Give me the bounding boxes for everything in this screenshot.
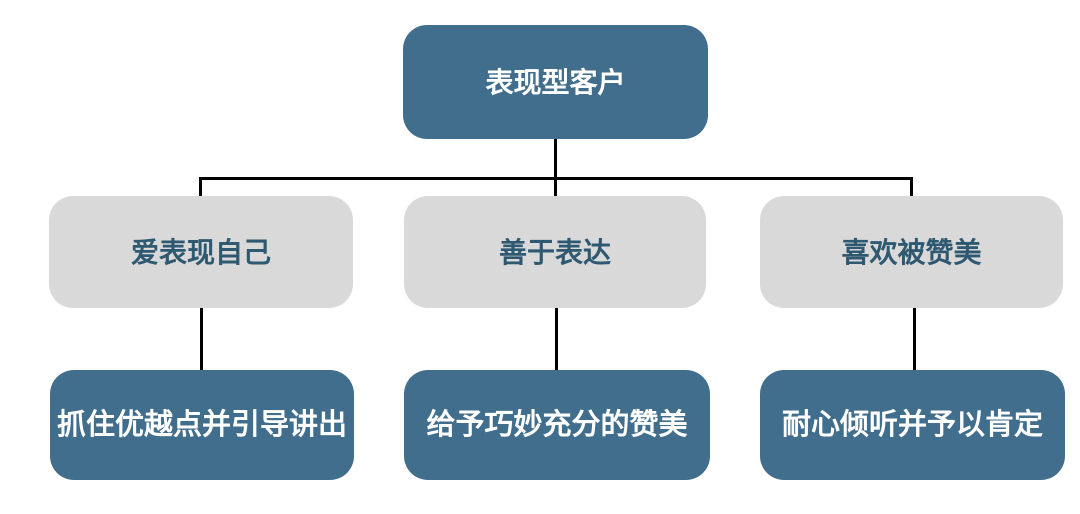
strategy-node-2: 给予巧妙充分的赞美 <box>404 370 710 480</box>
connector-trait-strategy-right <box>913 308 916 371</box>
connector-horizontal-bar <box>199 177 913 180</box>
trait-node-3: 喜欢被赞美 <box>760 196 1063 308</box>
connector-drop-left <box>199 177 202 197</box>
root-node-customer-type: 表现型客户 <box>403 25 708 139</box>
strategy-node-1: 抓住优越点并引导讲出 <box>50 370 354 480</box>
trait-node-3-label: 喜欢被赞美 <box>841 236 982 268</box>
connector-trait-strategy-center <box>555 308 558 371</box>
trait-node-2-label: 善于表达 <box>498 236 611 268</box>
strategy-node-3-label: 耐心倾听并予以肯定 <box>781 408 1043 441</box>
trait-node-1-label: 爱表现自己 <box>130 236 271 268</box>
strategy-node-2-label: 给予巧妙充分的赞美 <box>426 408 688 441</box>
strategy-node-1-label: 抓住优越点并引导讲出 <box>56 408 347 441</box>
strategy-node-3: 耐心倾听并予以肯定 <box>760 370 1065 480</box>
root-node-label: 表现型客户 <box>485 66 626 98</box>
trait-node-1: 爱表现自己 <box>49 196 353 308</box>
connector-trait-strategy-left <box>200 308 203 371</box>
trait-node-2: 善于表达 <box>404 196 706 308</box>
connector-root-stem <box>554 139 557 197</box>
connector-drop-right <box>910 177 913 197</box>
